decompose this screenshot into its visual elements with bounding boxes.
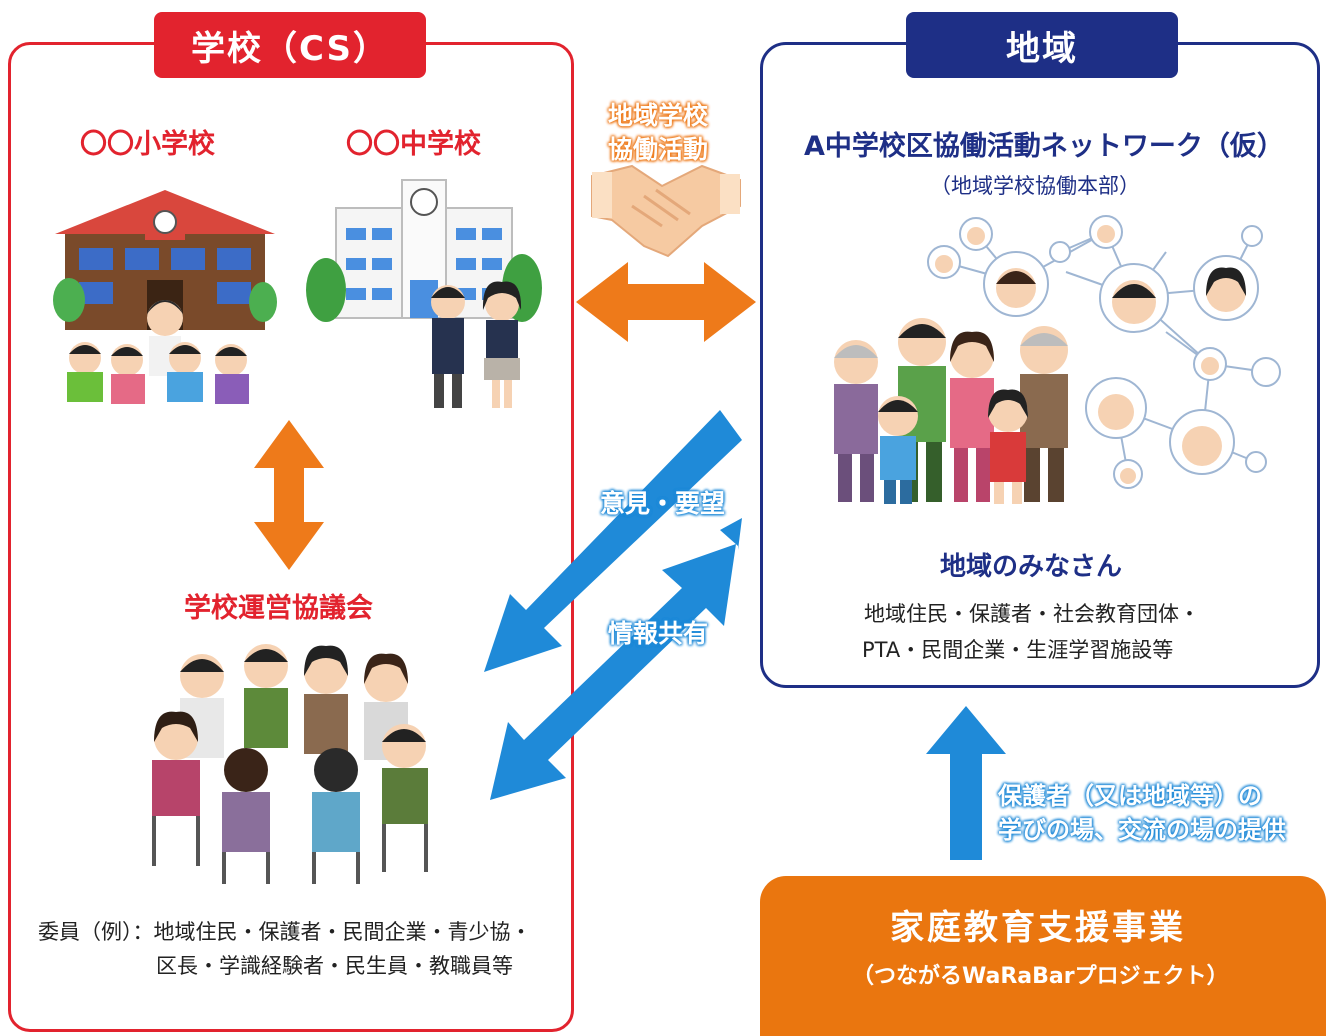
council-members-line1: 委員（例）：地域住民・保護者・民間企業・青少協・ (38, 920, 532, 944)
network-subtitle: （地域学校協働本部） (930, 174, 1140, 198)
handshake-icon (591, 164, 741, 258)
community-network-illustration (834, 215, 1281, 504)
council-members-line2: 区長・学識経験者・民生員・教職員等 (156, 954, 513, 978)
elementary-school-illustration (53, 190, 277, 404)
school-council-vertical-arrow (254, 420, 324, 570)
school-tab: 学校（CS） (154, 12, 426, 78)
family-support-subtitle: （つながるWaRaBarプロジェクト） (852, 964, 1229, 989)
support-arrow-label-line2: 学びの場、交流の場の提供 (998, 816, 1286, 844)
elementary-school-label: 〇〇小学校 (80, 129, 215, 160)
support-up-arrow (926, 706, 1006, 860)
network-title: A中学校区協働活動ネットワーク（仮） (804, 131, 1284, 162)
school-council-label: 学校運営協議会 (184, 593, 373, 624)
junior-high-school-illustration (306, 179, 542, 408)
opinion-info-diagonal-arrows (484, 410, 742, 800)
info-sharing-label: 情報共有 (608, 619, 709, 648)
community-people-line2: PTA・民間企業・生涯学習施設等 (862, 638, 1174, 662)
community-people-label: 地域のみなさん (940, 552, 1123, 582)
collab-activity-label-line1: 地域学校 (608, 101, 709, 130)
council-meeting-illustration (152, 644, 428, 884)
opinion-request-label: 意見・要望 (600, 489, 726, 518)
collab-activity-label-line2: 協働活動 (608, 135, 709, 164)
community-people-line1: 地域住民・保護者・社会教育団体・ (864, 602, 1200, 626)
junior-high-school-label: 〇〇中学校 (346, 129, 481, 160)
region-tab: 地域 (906, 12, 1178, 78)
support-arrow-label-line1: 保護者（又は地域等）の (998, 782, 1262, 810)
horizontal-double-arrow (576, 262, 756, 342)
family-support-title: 家庭教育支援事業 (890, 908, 1186, 948)
